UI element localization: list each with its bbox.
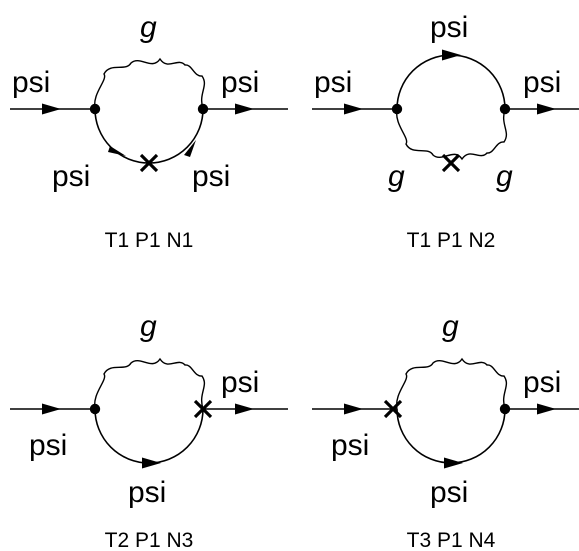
- diagram-4-top-label: g: [442, 310, 459, 343]
- diagram-3-gluon-propagator: [93, 357, 206, 410]
- diagram-2-fermion-upper-arc: [396, 54, 506, 110]
- diagram-2-bottom-right-label: g: [496, 160, 513, 193]
- diagram-4-out-label: psi: [523, 366, 561, 399]
- diagram-3-in-label: psi: [29, 429, 67, 462]
- diagram-1-lower-left-arrow: [108, 146, 126, 156]
- diagram-1-outgoing-arrow: [235, 103, 254, 115]
- diagram-2-left-vertex: [391, 103, 403, 115]
- diagram-4-bottom-label: psi: [430, 476, 468, 509]
- diagram-2: psi psi psi g g T1 P1 N2: [312, 11, 579, 252]
- diagram-2-gluon-propagator: [395, 108, 508, 161]
- diagram-3-out-label: psi: [221, 366, 259, 399]
- diagram-4-right-vertex: [499, 403, 511, 415]
- diagram-3-incoming-arrow: [42, 403, 61, 415]
- diagram-1-left-vertex: [89, 103, 101, 115]
- diagram-2-right-vertex: [499, 103, 511, 115]
- diagram-2-top-label: psi: [430, 11, 468, 44]
- diagram-1-bottom-left-label: psi: [52, 160, 90, 193]
- diagram-3-outgoing-arrow: [235, 403, 254, 415]
- diagram-3-top-label: g: [140, 310, 157, 343]
- diagram-2-cross-insertion: [441, 153, 461, 173]
- diagram-4-caption: T3 P1 N4: [407, 529, 496, 551]
- diagram-3: psi psi g psi T2 P1 N3: [10, 310, 288, 551]
- diagram-1-gluon-propagator: [93, 57, 206, 110]
- diagram-4-in-label: psi: [331, 429, 369, 462]
- diagram-2-incoming-arrow: [344, 103, 363, 115]
- diagram-2-in-label: psi: [314, 66, 352, 99]
- diagram-2-outgoing-arrow: [537, 103, 556, 115]
- diagram-2-out-label: psi: [523, 66, 561, 99]
- diagram-1-cross-insertion: [139, 153, 159, 173]
- diagram-3-bottom-label: psi: [128, 476, 166, 509]
- diagram-2-bottom-left-label: g: [388, 160, 405, 193]
- diagram-3-caption: T2 P1 N3: [105, 529, 194, 551]
- diagram-4-lower-arrow: [444, 457, 463, 469]
- diagram-1-bottom-right-label: psi: [192, 160, 230, 193]
- diagram-4-gluon-propagator: [395, 357, 508, 410]
- diagram-3-fermion-lower-arc: [94, 408, 204, 464]
- diagram-4-incoming-arrow: [344, 403, 363, 415]
- diagram-4-fermion-lower-arc: [396, 408, 506, 464]
- diagram-2-upper-arrow: [442, 49, 461, 61]
- diagram-1-lower-right-arrow: [184, 140, 196, 157]
- diagram-1-in-label: psi: [12, 66, 50, 99]
- diagram-1-incoming-arrow: [42, 103, 61, 115]
- diagram-3-lower-arrow: [142, 457, 161, 469]
- diagram-1-right-vertex: [197, 103, 209, 115]
- diagram-4-outgoing-arrow: [537, 403, 556, 415]
- diagram-1-caption: T1 P1 N1: [105, 229, 194, 252]
- diagram-1: psi psi g psi psi T1 P1 N1: [10, 11, 288, 252]
- diagram-1-top-label: g: [140, 11, 157, 44]
- diagram-4: psi psi g psi T3 P1 N4: [312, 310, 579, 551]
- diagram-3-cross-insertion: [193, 399, 213, 419]
- diagram-1-out-label: psi: [221, 66, 259, 99]
- diagram-4-cross-insertion: [383, 399, 403, 419]
- diagram-2-caption: T1 P1 N2: [407, 229, 496, 252]
- diagram-3-left-vertex: [89, 403, 101, 415]
